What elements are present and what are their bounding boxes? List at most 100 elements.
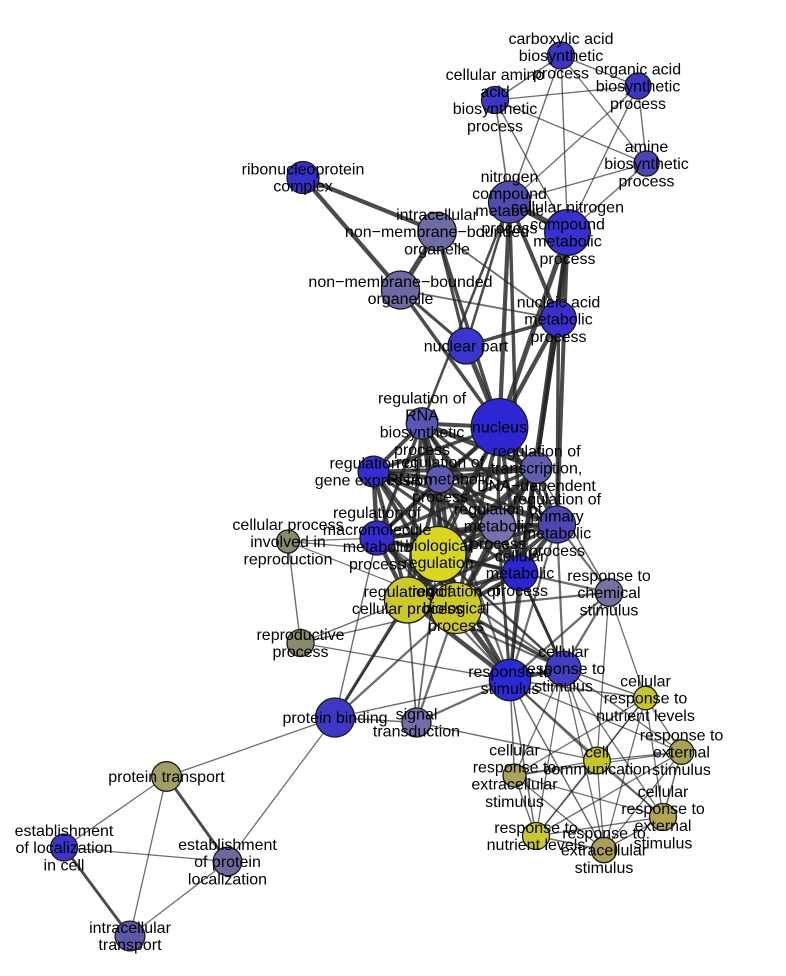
svg-text:carboxylic acid: carboxylic acid: [509, 31, 614, 48]
svg-text:process: process: [470, 536, 526, 553]
svg-text:DNA−dependent: DNA−dependent: [477, 478, 596, 495]
svg-text:metabolic: metabolic: [533, 234, 601, 251]
svg-text:biosynthetic: biosynthetic: [596, 79, 681, 96]
svg-text:cell: cell: [585, 745, 609, 762]
svg-text:regulation of: regulation of: [454, 501, 543, 518]
svg-text:intracellular: intracellular: [396, 207, 478, 224]
svg-text:regulation of: regulation of: [492, 443, 581, 460]
svg-text:biosynthetic: biosynthetic: [604, 156, 689, 173]
svg-text:response to: response to: [567, 568, 651, 585]
svg-text:of protein: of protein: [194, 854, 261, 871]
svg-text:transport: transport: [98, 937, 162, 954]
svg-text:nutrient levels: nutrient levels: [487, 837, 586, 854]
svg-text:cellular: cellular: [620, 673, 671, 690]
svg-text:extracellular: extracellular: [561, 843, 648, 860]
svg-text:amine: amine: [625, 139, 669, 156]
svg-text:cellular process: cellular process: [232, 517, 343, 534]
svg-text:complex: complex: [273, 179, 333, 196]
svg-text:metabolic: metabolic: [524, 312, 592, 329]
svg-text:ribonucleoprotein: ribonucleoprotein: [242, 162, 365, 179]
svg-text:process: process: [428, 618, 484, 635]
svg-text:chemical: chemical: [577, 585, 640, 602]
svg-text:biological: biological: [423, 601, 490, 618]
svg-text:external: external: [653, 745, 710, 762]
svg-text:process: process: [533, 65, 589, 82]
svg-text:stimulus: stimulus: [534, 678, 593, 695]
svg-text:biological: biological: [405, 538, 472, 555]
svg-text:regulation of: regulation of: [513, 491, 602, 508]
svg-text:in cell: in cell: [44, 857, 85, 874]
svg-text:regulation of: regulation of: [363, 584, 452, 601]
svg-text:cellular: cellular: [489, 742, 540, 759]
svg-text:biosynthetic: biosynthetic: [519, 48, 604, 65]
svg-text:gene expression: gene expression: [315, 473, 432, 490]
svg-text:establishment: establishment: [178, 837, 277, 854]
svg-text:primary: primary: [530, 509, 583, 526]
svg-text:communication: communication: [543, 762, 651, 779]
svg-text:process: process: [272, 644, 328, 661]
svg-text:nucleus: nucleus: [472, 420, 527, 437]
svg-text:response to: response to: [494, 820, 578, 837]
svg-text:process: process: [539, 251, 595, 268]
svg-text:signal: signal: [396, 707, 438, 724]
svg-text:organic acid: organic acid: [595, 61, 681, 78]
svg-text:cellular: cellular: [538, 644, 589, 661]
svg-text:RNA: RNA: [405, 408, 439, 425]
svg-text:response to: response to: [604, 691, 688, 708]
svg-text:regulation of: regulation of: [378, 390, 467, 407]
svg-text:extracellular: extracellular: [471, 777, 558, 794]
svg-text:RNA metabolic: RNA metabolic: [387, 472, 493, 489]
svg-text:process: process: [467, 118, 523, 135]
svg-text:regulation of: regulation of: [333, 505, 422, 522]
svg-text:transcription,: transcription,: [491, 461, 583, 478]
svg-text:stimulus: stimulus: [580, 602, 639, 619]
svg-text:response to: response to: [473, 760, 557, 777]
svg-text:response to: response to: [562, 825, 646, 842]
svg-text:process: process: [529, 543, 585, 560]
svg-text:regulation of: regulation of: [396, 454, 485, 471]
svg-text:intracellular: intracellular: [89, 920, 171, 937]
svg-text:of localization: of localization: [16, 840, 113, 857]
svg-text:biosynthetic: biosynthetic: [453, 101, 538, 118]
svg-text:cellular: cellular: [638, 784, 689, 801]
svg-text:metabolic: metabolic: [464, 519, 532, 536]
svg-text:organelle: organelle: [368, 291, 434, 308]
svg-text:cellular nitrogen: cellular nitrogen: [511, 199, 624, 216]
svg-text:metabolic: metabolic: [486, 566, 554, 583]
svg-text:stimulus: stimulus: [481, 681, 540, 698]
svg-text:process: process: [412, 489, 468, 506]
svg-text:non−membrane−bounded: non−membrane−bounded: [308, 274, 492, 291]
svg-text:protein binding: protein binding: [283, 710, 388, 727]
svg-text:nitrogen: nitrogen: [481, 169, 539, 186]
svg-text:stimulus: stimulus: [634, 835, 693, 852]
svg-text:process: process: [481, 220, 537, 237]
svg-text:process: process: [349, 556, 405, 573]
svg-text:process: process: [610, 96, 666, 113]
svg-text:reproductive: reproductive: [256, 627, 344, 644]
svg-text:organelle: organelle: [404, 241, 470, 258]
svg-text:external: external: [635, 818, 692, 835]
svg-text:stimulus: stimulus: [485, 794, 544, 811]
svg-text:involved in: involved in: [250, 534, 326, 551]
svg-text:cellular process: cellular process: [352, 601, 463, 618]
svg-text:regulation of: regulation of: [412, 583, 501, 600]
svg-text:response to: response to: [640, 727, 724, 744]
svg-text:metabolic: metabolic: [343, 539, 411, 556]
svg-text:process: process: [492, 583, 548, 600]
svg-text:non−membrane−bounded: non−membrane−bounded: [345, 224, 529, 241]
svg-text:macromolecule: macromolecule: [323, 522, 432, 539]
svg-text:process: process: [394, 442, 450, 459]
svg-text:nuclear part: nuclear part: [424, 339, 509, 356]
svg-text:metabolic: metabolic: [523, 526, 591, 543]
svg-text:regulation: regulation: [403, 555, 473, 572]
svg-text:protein transport: protein transport: [108, 769, 225, 786]
svg-text:nucleic acid: nucleic acid: [517, 294, 601, 311]
svg-text:cellular amino: cellular amino: [446, 67, 545, 84]
svg-text:process: process: [530, 329, 586, 346]
svg-text:cellular: cellular: [495, 548, 546, 565]
svg-text:stimulus: stimulus: [575, 860, 634, 877]
svg-text:response to: response to: [621, 801, 705, 818]
svg-text:regulation of: regulation of: [329, 456, 418, 473]
svg-text:compound: compound: [530, 217, 605, 234]
svg-text:metabolic: metabolic: [475, 203, 543, 220]
